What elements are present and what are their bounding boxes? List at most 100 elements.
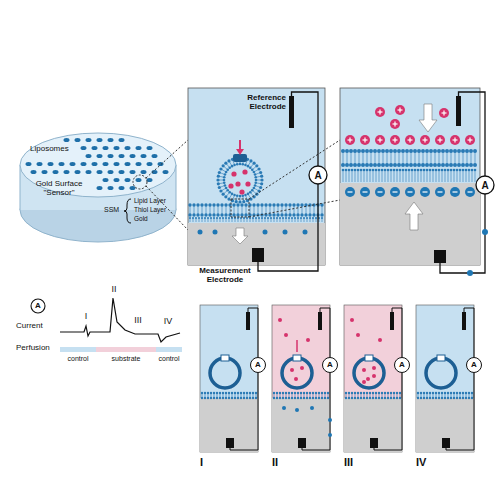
lipid-tail <box>193 218 194 222</box>
anion <box>450 187 460 197</box>
lipid-tail <box>435 152 436 164</box>
lipid-head <box>417 169 420 172</box>
lipid-head <box>312 392 314 394</box>
lipid-head <box>219 189 222 192</box>
wire <box>302 373 330 450</box>
part-label: Liposomes <box>30 145 69 154</box>
panel-number: IV <box>416 456 426 468</box>
lipid-head <box>261 217 263 219</box>
lipid-head <box>345 169 348 172</box>
lipid-head <box>457 163 461 167</box>
liposome-dot <box>103 146 109 150</box>
lipid-head <box>312 213 315 216</box>
substrate-ion <box>228 183 233 188</box>
lipid-head <box>253 187 256 190</box>
liposome-dot <box>108 154 114 158</box>
lipid-head <box>461 149 465 153</box>
lipid-head <box>252 203 255 206</box>
lipid-head <box>318 397 320 399</box>
liposome-dot <box>81 146 87 150</box>
lipid-head <box>468 397 470 399</box>
lipid-head <box>438 392 440 394</box>
anion <box>405 187 415 197</box>
lipid-head <box>288 217 290 219</box>
electron <box>282 406 286 410</box>
lipid-head <box>276 392 278 394</box>
lipid-tail <box>363 152 364 164</box>
liposome <box>282 358 312 388</box>
lipid-tail <box>423 152 424 164</box>
lipid-head <box>303 392 305 394</box>
lipid-head <box>381 149 385 153</box>
lipid-head <box>469 163 473 167</box>
sign <box>399 108 400 113</box>
measurement-electrode <box>226 438 234 448</box>
lipid-head <box>300 213 303 216</box>
lipid-tail <box>298 206 299 214</box>
lipid-head <box>216 397 218 399</box>
lipid-head <box>447 169 450 172</box>
lipid-head <box>297 397 299 399</box>
lipid-head <box>272 213 275 216</box>
lipid-head <box>351 392 353 394</box>
lipid-tail <box>351 152 352 164</box>
step-panel <box>416 305 482 452</box>
gold-ground <box>344 398 402 452</box>
substrate-ion <box>372 366 376 370</box>
lipid-tail <box>229 218 230 222</box>
liposome-dot <box>64 138 70 142</box>
lipid-tail <box>314 206 315 214</box>
anion <box>390 187 400 197</box>
liposome-dot <box>158 162 164 166</box>
lipid-head <box>396 397 398 399</box>
lipid-head <box>417 392 419 394</box>
panel-ground <box>340 88 480 265</box>
perfusion-label: substrate <box>112 355 141 363</box>
anion <box>435 187 445 197</box>
lipid-head <box>196 213 199 216</box>
perfusion-bar <box>60 347 96 352</box>
lipid-head <box>456 169 459 172</box>
substrate-ion <box>235 181 240 186</box>
lipid-head <box>357 397 359 399</box>
lipid-tail <box>406 171 407 182</box>
lipid-head <box>372 169 375 172</box>
layer-label: Thiol Layer <box>134 206 166 213</box>
lipid-head <box>300 217 302 219</box>
electrode-label: Reference Electrode <box>230 94 286 112</box>
lipid-head <box>225 171 228 174</box>
lipid-tail <box>322 206 323 214</box>
lipid-tail <box>310 218 311 222</box>
lipid-head <box>232 203 235 206</box>
ammeter <box>476 176 494 194</box>
lipid-tail <box>211 218 212 222</box>
lipid-head <box>309 397 311 399</box>
substrate-ion <box>306 338 310 342</box>
lipid-tail <box>424 171 425 182</box>
lipid-head <box>259 186 262 189</box>
sign <box>453 191 458 192</box>
lipid-tail <box>241 218 242 222</box>
lipid-head <box>438 169 441 172</box>
lipid-head <box>300 397 302 399</box>
lipid-head <box>324 397 326 399</box>
liposome-dot <box>75 138 81 142</box>
wire <box>258 184 318 271</box>
lipid-head <box>279 217 281 219</box>
lipid-head <box>306 397 308 399</box>
lipid-head <box>217 182 220 185</box>
lipid-tail <box>253 218 254 222</box>
lipid-head <box>276 203 279 206</box>
lipid-tail <box>223 218 224 222</box>
lipid-tail <box>250 218 251 222</box>
lipid-head <box>207 397 209 399</box>
lipid-head <box>243 392 245 394</box>
anion <box>465 187 475 197</box>
gold-ground <box>340 183 480 265</box>
lipid-head <box>366 169 369 172</box>
lipid-head <box>342 169 345 172</box>
lipid-head <box>236 194 239 197</box>
lipid-tail <box>371 152 372 164</box>
lipid-tail <box>466 171 467 182</box>
